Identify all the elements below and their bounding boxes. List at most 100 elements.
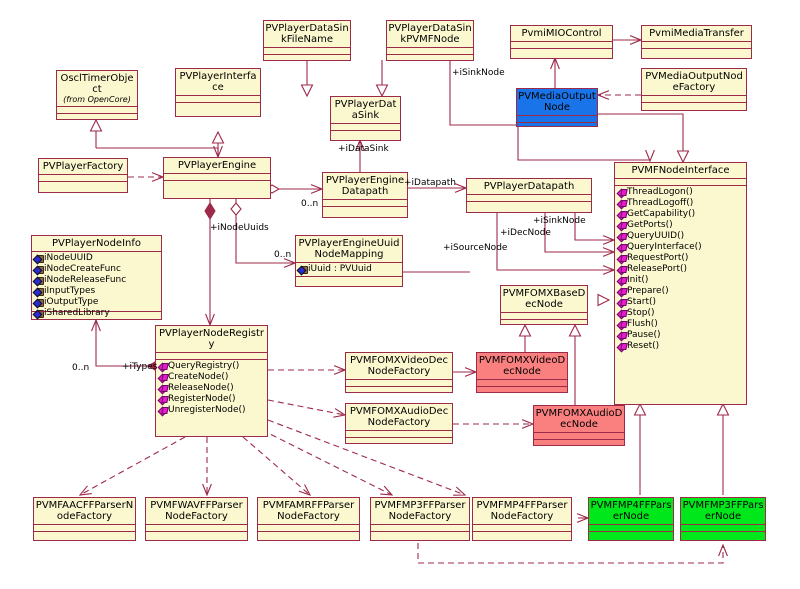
class-pvmf-mp4ff-parser-node-factory[interactable]: PVMFMP4FFParserNodeFactory [472, 497, 572, 541]
class-title: PVMFWAVFFParserNodeFactory [146, 498, 247, 525]
method-item[interactable]: Start() [617, 297, 744, 308]
method-item[interactable]: UnregisterNode() [158, 405, 265, 416]
attribute-item[interactable]: iNodeCreateFunc [34, 264, 159, 275]
class-title: PVMFMP4FFParserNodeFactory [473, 498, 571, 525]
operations-compartment [57, 114, 137, 121]
method-icon [617, 277, 626, 285]
class-pvmi-media-transfer[interactable]: PvmiMediaTransfer [641, 25, 752, 59]
attribute-item[interactable]: iUuid : PVUuid [298, 264, 400, 275]
class-pvplayer-datasink[interactable]: PVPlayerDataSink [330, 96, 401, 141]
attribute-icon [34, 276, 44, 285]
method-icon [617, 200, 626, 208]
operations-compartment [589, 532, 673, 539]
method-item[interactable]: QueryUUID() [617, 231, 744, 242]
label-sink-node: +iSinkNode [533, 216, 586, 226]
method-icon [617, 211, 626, 219]
class-pvplayer-node-registry[interactable]: PVPlayerNodeRegistry QueryRegistry() Cre… [155, 325, 268, 437]
method-item[interactable]: GetCapability() [617, 209, 744, 220]
method-item[interactable]: CreateNode() [158, 372, 265, 383]
class-pvmi-mio-control[interactable]: PvmiMIOControl [510, 25, 613, 59]
class-oscl-timer-object[interactable]: OsclTimerObject (from OpenCore) [56, 70, 138, 120]
class-pvplayer-datasink-pvmfnode[interactable]: PVPlayerDataSinkPVMFNode [386, 20, 474, 61]
class-pvmf-omx-video-dec-node[interactable]: PVMFOMXVideoDecNode [476, 352, 568, 393]
class-pvmf-amrff-parser-node-factory[interactable]: PVMFAMRFFParserNodeFactory [257, 497, 360, 541]
class-title: PVMFOMXBaseDecNode [501, 286, 587, 313]
class-title: PVMFNodeInterface [615, 163, 746, 179]
attributes-compartment [346, 431, 452, 438]
method-item[interactable]: Reset() [617, 341, 744, 352]
attribute-icon [34, 254, 44, 263]
attribute-icon [34, 298, 44, 307]
label-source-node: +iSourceNode [443, 243, 508, 253]
class-pvplayer-engine-datapath[interactable]: PVPlayerEngineDatapath [322, 172, 408, 218]
attributes-compartment [387, 48, 473, 55]
class-pvplayer-engine[interactable]: PVPlayerEngine [163, 157, 271, 199]
method-item[interactable]: Prepare() [617, 286, 744, 297]
operations-compartment [39, 182, 127, 189]
method-item[interactable]: GetPorts() [617, 220, 744, 231]
class-pvmf-mp3ff-parser-node-factory[interactable]: PVMFMP3FFParserNodeFactory [370, 497, 470, 541]
class-pvplayer-datapath[interactable]: PVPlayerDatapath [466, 178, 592, 213]
class-pvplayer-engine-uuid-node-mapping[interactable]: PVPlayerEngineUuidNodeMapping iUuid : PV… [295, 235, 403, 287]
method-item[interactable]: Init() [617, 275, 744, 286]
method-icon [158, 363, 167, 371]
class-pvmedia-output-node[interactable]: PVMediaOutputNode [516, 88, 598, 127]
method-item[interactable]: Flush() [617, 319, 744, 330]
method-item[interactable]: ReleaseNode() [158, 383, 265, 394]
class-pvplayer-node-info[interactable]: PVPlayerNodeInfo iNodeUUID iNodeCreateFu… [31, 235, 162, 320]
method-icon [617, 310, 626, 318]
method-item[interactable]: QueryRegistry() [158, 361, 265, 372]
operations-compartment [346, 387, 452, 394]
attributes-compartment [681, 525, 765, 532]
class-title: PVMFAACFFParserNodeFactory [34, 498, 135, 525]
class-title: PvmiMediaTransfer [642, 26, 751, 42]
attribute-item[interactable]: iInputTypes [34, 286, 159, 297]
method-item[interactable]: QueryInterface() [617, 242, 744, 253]
class-pvmf-mp3ff-parser-node[interactable]: PVMFMP3FFParserNode [680, 497, 766, 541]
class-pvmf-omx-audio-dec-node[interactable]: PVMFOMXAudioDecNode [533, 405, 625, 446]
method-icon [617, 343, 626, 351]
method-item[interactable]: RegisterNode() [158, 394, 265, 405]
class-pvmf-omx-base-dec-node[interactable]: PVMFOMXBaseDecNode [500, 285, 588, 325]
class-pvmf-aacff-parser-node-factory[interactable]: PVMFAACFFParserNodeFactory [33, 497, 136, 541]
class-pvplayer-factory[interactable]: PVPlayerFactory [38, 158, 128, 193]
method-item[interactable]: Stop() [617, 308, 744, 319]
class-pvmedia-output-node-factory[interactable]: PVMediaOutputNodeFactory [641, 68, 747, 111]
attribute-item[interactable]: iSharedLibrary [34, 308, 159, 319]
operations-compartment [258, 532, 359, 539]
class-title: PVMFMP4FFParserNode [589, 498, 673, 525]
attribute-item[interactable]: iOutputType [34, 297, 159, 308]
attributes-compartment [39, 175, 127, 182]
attribute-item[interactable]: iNodeUUID [34, 253, 159, 264]
attributes-compartment [156, 353, 267, 360]
method-icon [158, 407, 167, 415]
attributes-compartment [501, 313, 587, 320]
class-pvmf-mp4ff-parser-node[interactable]: PVMFMP4FFParserNode [588, 497, 674, 541]
class-title: PVPlayerEngine [164, 158, 270, 174]
method-item[interactable]: ThreadLogon() [617, 187, 744, 198]
method-icon [617, 233, 626, 241]
attributes-compartment [323, 200, 407, 207]
method-item[interactable]: ReleasePort() [617, 264, 744, 275]
class-pvplayer-datasink-filename[interactable]: PVPlayerDataSinkFileName [263, 20, 351, 61]
class-pvmf-node-interface[interactable]: PVMFNodeInterface ThreadLogon() ThreadLo… [614, 162, 747, 405]
attributes-compartment [57, 107, 137, 114]
method-item[interactable]: ThreadLogoff() [617, 198, 744, 209]
attributes-compartment [534, 433, 624, 440]
operations-compartment [32, 312, 161, 319]
attributes-compartment [346, 380, 452, 387]
class-pvmf-omx-video-dec-node-factory[interactable]: PVMFOMXVideoDecNodeFactory [345, 352, 453, 393]
class-pvmf-wavff-parser-node-factory[interactable]: PVMFWAVFFParserNodeFactory [145, 497, 248, 541]
class-pvplayer-interface[interactable]: PVPlayerInterface [175, 68, 261, 117]
operations-compartment [146, 532, 247, 539]
method-item[interactable]: Pause() [617, 330, 744, 341]
class-pvmf-omx-audio-dec-node-factory[interactable]: PVMFOMXAudioDecNodeFactory [345, 403, 453, 444]
operations-compartment [642, 103, 746, 110]
attribute-icon [34, 309, 44, 318]
attribute-icon [298, 265, 308, 274]
label-sink-node-top: +iSinkNode [452, 68, 505, 78]
method-item[interactable]: RequestPort() [617, 253, 744, 264]
attribute-item[interactable]: iNodeReleaseFunc [34, 275, 159, 286]
method-icon [158, 374, 167, 382]
method-icon [617, 266, 626, 274]
